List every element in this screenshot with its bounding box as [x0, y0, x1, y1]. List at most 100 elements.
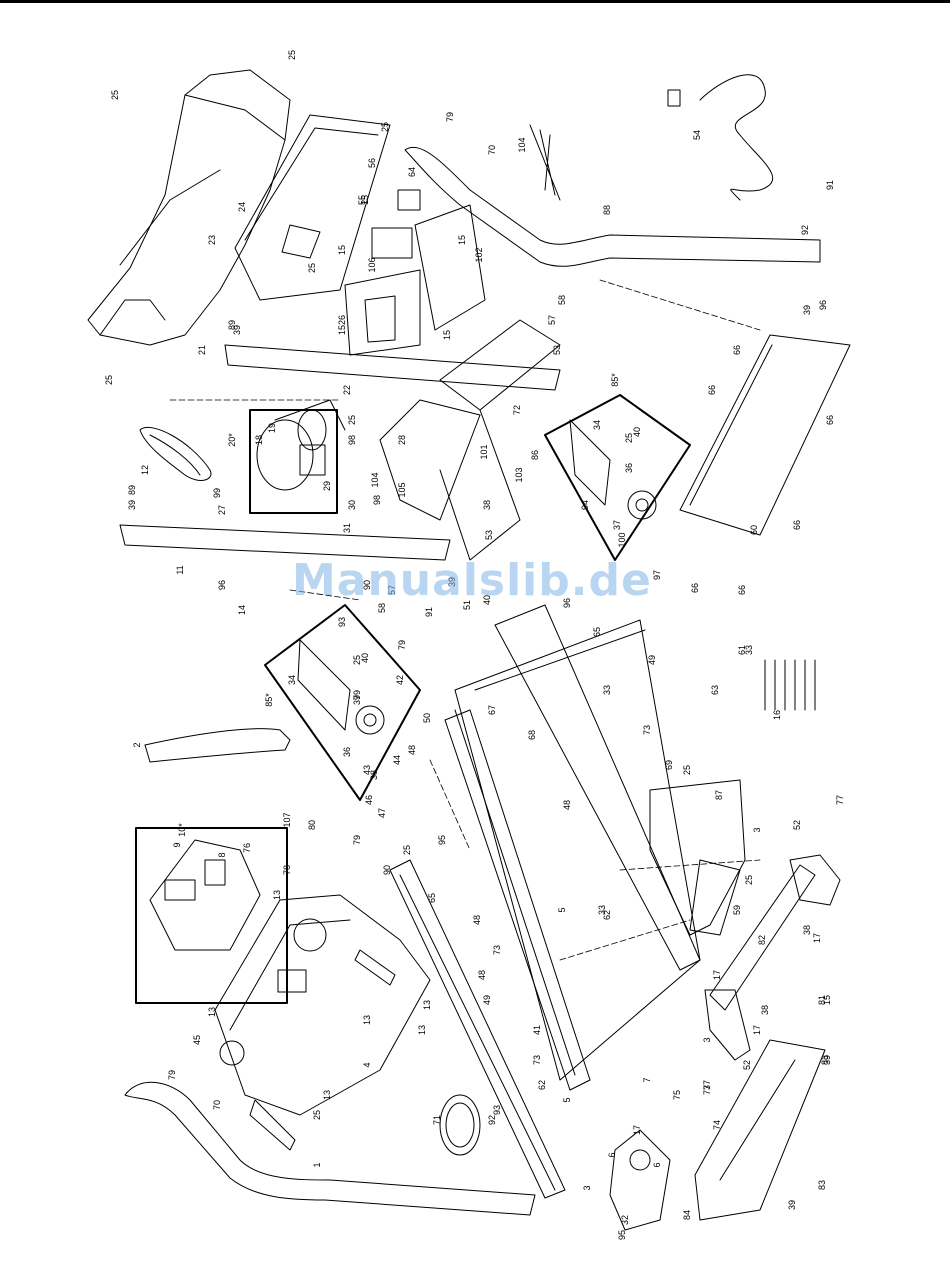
part-number-label: 15 [337, 245, 347, 255]
motor-hood [87, 69, 291, 346]
part-number-label: 96 [818, 300, 828, 310]
rear-roller-box-right [544, 394, 691, 561]
part-number-label: 106 [367, 257, 377, 272]
part-number-label: 52 [742, 1060, 752, 1070]
part-number-label: 25 [307, 263, 317, 273]
part-number-labels: 123334556678910*111213131313131314151515… [104, 50, 845, 1240]
part-number-label: 69 [664, 760, 674, 770]
part-number-label: 12 [140, 465, 150, 475]
part-number-label: 82 [757, 935, 767, 945]
walking-deck [389, 604, 701, 1199]
part-number-label: 15 [457, 235, 467, 245]
part-number-label: 36 [624, 463, 634, 473]
part-number-label: 65 [592, 627, 602, 637]
part-number-label: 84 [682, 1210, 692, 1220]
part-number-label: 52 [792, 820, 802, 830]
part-number-label: 105 [397, 482, 407, 497]
part-number-label: 39 [232, 325, 242, 335]
part-number-label: 36 [342, 747, 352, 757]
part-number-label: 70 [212, 1100, 222, 1110]
part-number-label: 71 [432, 1115, 442, 1125]
part-number-label: 93 [337, 617, 347, 627]
part-number-label: 30 [347, 500, 357, 510]
part-number-label: 25 [380, 122, 390, 132]
incline-frame [704, 854, 841, 1061]
part-number-label: 15 [822, 995, 832, 1005]
wire-harness [439, 124, 561, 1156]
part-number-label: 17 [712, 970, 722, 980]
power-cord [667, 74, 774, 201]
part-number-label: 90 [382, 865, 392, 875]
part-number-label: 1 [312, 1162, 322, 1167]
part-number-label: 17 [632, 1125, 642, 1135]
part-number-label: 40 [482, 595, 492, 605]
part-number-label: 20* [227, 433, 237, 447]
part-number-label: 73 [702, 1085, 712, 1095]
console-assembly [214, 894, 431, 1151]
part-number-label: 80 [307, 820, 317, 830]
part-number-label: 50 [422, 713, 432, 723]
part-number-label: 14 [237, 605, 247, 615]
part-number-label: 83 [820, 1055, 830, 1065]
part-number-label: 87 [714, 790, 724, 800]
part-number-label: 46 [364, 795, 374, 805]
part-number-label: 22 [342, 385, 352, 395]
part-number-label: 29 [322, 481, 332, 491]
part-number-label: 95 [437, 835, 447, 845]
part-number-label: 61 [737, 645, 747, 655]
part-number-label: 77 [835, 795, 845, 805]
part-number-label: 13 [422, 1000, 432, 1010]
part-number-label: 27 [217, 505, 227, 515]
watermark: Manualslib.de [292, 555, 652, 606]
part-number-label: 13 [362, 1015, 372, 1025]
part-number-label: 102 [474, 247, 484, 262]
part-number-label: 59 [732, 905, 742, 915]
part-number-label: 47 [377, 808, 387, 818]
part-number-label: 95 [617, 1230, 627, 1240]
part-number-label: 72 [512, 405, 522, 415]
part-number-label: 7 [642, 1077, 652, 1082]
part-number-label: 3 [702, 1037, 712, 1042]
part-number-label: 85* [610, 373, 620, 387]
part-number-label: 41 [532, 1025, 542, 1035]
controller-board [344, 189, 486, 356]
part-number-label: 91 [424, 607, 434, 617]
part-number-label: 48 [477, 970, 487, 980]
part-number-label: 26 [337, 315, 347, 325]
part-number-label: 65 [427, 893, 437, 903]
part-number-label: 13 [207, 1007, 217, 1017]
part-number-label: 3 [752, 827, 762, 832]
part-number-label: 68 [527, 730, 537, 740]
part-number-label: 6 [652, 1162, 662, 1167]
part-number-label: 48 [562, 800, 572, 810]
part-number-label: 67 [487, 705, 497, 715]
part-number-label: 11 [175, 565, 185, 574]
part-number-label: 79 [445, 112, 455, 122]
part-number-label: 94 [580, 500, 590, 510]
part-number-label: 25 [110, 90, 120, 100]
part-number-label: 54 [692, 130, 702, 140]
part-number-label: 25 [682, 765, 692, 775]
hood-bracket [234, 114, 391, 301]
part-number-label: 91 [825, 180, 835, 190]
side-cover [679, 334, 851, 536]
part-number-label: 38 [482, 500, 492, 510]
front-crossbar [649, 779, 746, 936]
part-number-label: 25 [402, 845, 412, 855]
part-number-label: 79 [352, 835, 362, 845]
part-number-label: 13 [322, 1090, 332, 1100]
motor-assembly-box [249, 399, 346, 514]
part-number-label: 92 [487, 1115, 497, 1125]
part-number-label: 15 [442, 330, 452, 340]
part-number-label: 37 [612, 520, 622, 530]
part-number-label: 77 [702, 1080, 712, 1090]
part-number-label: 48 [472, 915, 482, 925]
part-number-label: 66 [707, 385, 717, 395]
part-number-label: 62 [602, 910, 612, 920]
part-number-label: 25 [352, 655, 362, 665]
part-number-label: 73 [492, 945, 502, 955]
part-number-label: 37 [352, 695, 362, 705]
part-number-label: 85* [264, 693, 274, 707]
part-number-label: 8 [217, 852, 227, 857]
